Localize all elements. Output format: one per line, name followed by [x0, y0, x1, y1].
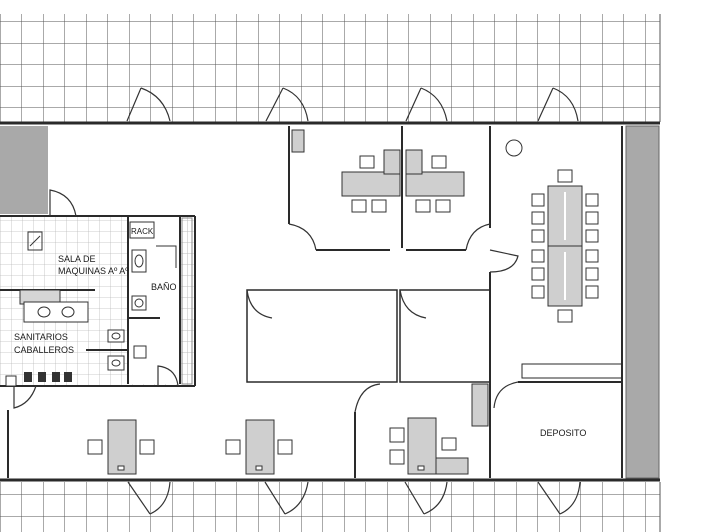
label-sala-line1: SALA DE	[58, 254, 96, 264]
label-sanitarios-line1: SANITARIOS	[14, 332, 68, 342]
label-bano: BAÑO	[151, 282, 177, 292]
top-doors	[126, 87, 579, 122]
exterior-walls	[0, 121, 660, 482]
label-sanitarios-line2: CABALLEROS	[14, 345, 74, 355]
paving-top	[0, 14, 661, 123]
conference-table	[505, 139, 599, 323]
label-rack: RACK	[131, 227, 154, 236]
interior-partitions	[7, 126, 623, 478]
left-shaded-block	[0, 126, 48, 214]
bottom-doors	[127, 481, 581, 515]
label-deposito: DEPOSITO	[540, 428, 586, 438]
office-desks-bottom	[87, 383, 489, 475]
label-sala-line2: MAQUINAS Aº Aº	[58, 266, 129, 276]
office-desks-top	[291, 129, 465, 213]
right-wall-strip	[625, 125, 660, 479]
service-area	[0, 189, 196, 409]
interior-doors	[246, 223, 519, 413]
room-labels: SALA DE MAQUINAS Aº Aº RACK BAÑO SANITAR…	[14, 227, 586, 438]
paving-bottom	[0, 482, 661, 532]
